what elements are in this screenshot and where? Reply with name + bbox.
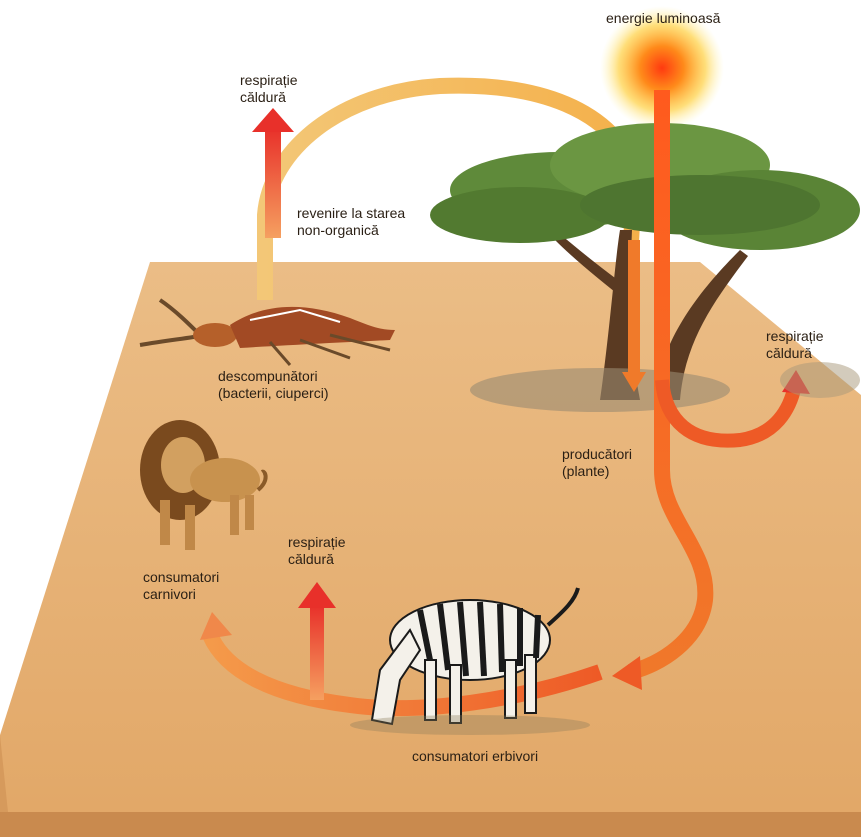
return-inorganic-label: revenire la starea non-organică — [297, 205, 405, 239]
decomposers-label: descompunători (bacterii, ciuperci) — [218, 368, 328, 402]
respiration-label-right: respirație căldură — [766, 328, 824, 362]
grass-patch — [780, 362, 860, 398]
light-energy-label: energie luminoasă — [606, 10, 720, 27]
producers-label: producători (plante) — [562, 446, 632, 480]
respiration-label-middle: respirație căldură — [288, 534, 346, 568]
herbivores-label: consumatori erbivori — [412, 748, 538, 765]
respiration-label-top: respirație căldură — [240, 72, 298, 106]
carnivores-label: consumatori carnivori — [143, 569, 219, 603]
